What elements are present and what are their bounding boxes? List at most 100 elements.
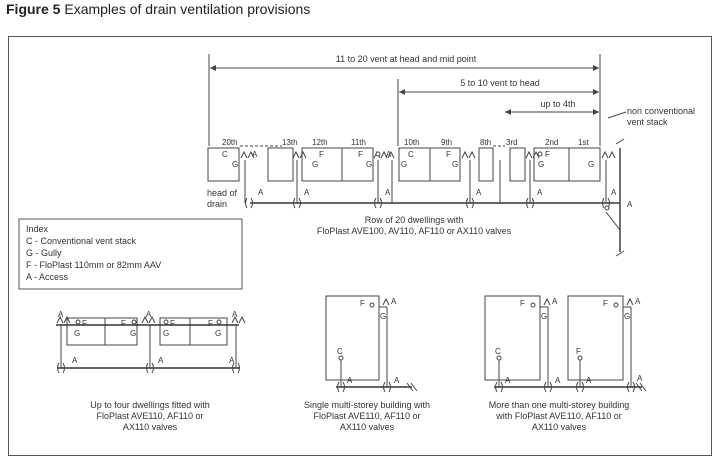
head-of-drain-1: head of — [207, 188, 238, 198]
svg-text:A: A — [347, 376, 353, 385]
multi-building-1 — [484, 295, 541, 381]
svg-text:F: F — [82, 319, 87, 328]
four-caption-3: AX110 valves — [123, 422, 178, 432]
svg-text:A: A — [476, 188, 482, 197]
svg-text:A: A — [252, 150, 258, 159]
svg-text:G: G — [366, 160, 372, 169]
four-dwelling-2 — [104, 317, 138, 346]
svg-text:G: G — [588, 160, 594, 169]
svg-text:F: F — [603, 299, 608, 308]
svg-text:F: F — [545, 150, 550, 159]
row-of-dwellings-diagram: 11 to 20 vent at head and mid point 5 to… — [207, 54, 695, 257]
ordinal-12th: 12th — [312, 138, 328, 147]
index-entry-c: C - Conventional vent stack — [26, 236, 137, 246]
svg-text:A: A — [635, 297, 641, 306]
svg-text:A: A — [258, 188, 264, 197]
multi-caption-2: with FloPlast AVE110, AF110 or — [495, 411, 622, 421]
dwelling-12th — [301, 147, 343, 182]
index-entry-f: F - FloPlast 110mm or 82mm AAV — [26, 260, 161, 270]
svg-text:A: A — [391, 297, 397, 306]
svg-text:C: C — [337, 347, 343, 356]
svg-text:A: A — [611, 188, 617, 197]
dim-label-5-10: 5 to 10 vent to head — [460, 78, 540, 88]
row-caption-2: FloPlast AVE100, AV110, AF110 or AX110 v… — [317, 226, 512, 236]
svg-text:F: F — [121, 319, 126, 328]
svg-text:A: A — [58, 310, 64, 319]
svg-text:A: A — [385, 188, 391, 197]
four-caption-2: FloPlast AVE110, AF110 or — [96, 411, 203, 421]
nonconv-label-1: non conventional — [627, 106, 695, 116]
single-caption-3: AX110 valves — [340, 422, 395, 432]
svg-text:A: A — [555, 376, 561, 385]
svg-text:F: F — [446, 150, 451, 159]
svg-text:A: A — [394, 376, 400, 385]
ordinal-3rd: 3rd — [506, 138, 518, 147]
four-dwellings-diagram: A F G F G A F G F G A A A A Up to four d… — [56, 310, 246, 432]
ordinal-1st: 1st — [578, 138, 589, 147]
ordinal-20th: 20th — [222, 138, 238, 147]
svg-text:F: F — [170, 319, 175, 328]
svg-text:F: F — [319, 150, 324, 159]
svg-text:A: A — [304, 188, 310, 197]
dwelling-4th — [509, 147, 526, 182]
svg-text:G: G — [452, 160, 458, 169]
svg-text:F: F — [576, 347, 581, 356]
row-caption-1: Row of 20 dwellings with — [365, 215, 464, 225]
figure-frame — [8, 36, 712, 456]
dwelling-20th — [207, 147, 240, 182]
svg-text:A: A — [537, 188, 543, 197]
svg-text:A: A — [637, 374, 643, 383]
svg-text:A: A — [158, 356, 164, 365]
svg-text:G: G — [232, 160, 238, 169]
dwelling-10th — [398, 147, 431, 182]
svg-text:G: G — [312, 160, 318, 169]
single-building-diagram: F G A C A A Single multi-storey building… — [304, 295, 430, 432]
index-legend: Index C - Conventional vent stack G - Gu… — [18, 218, 243, 290]
svg-text:F: F — [358, 150, 363, 159]
svg-text:G: G — [215, 329, 221, 338]
svg-text:A: A — [505, 376, 511, 385]
dim-label-4th: up to 4th — [540, 99, 575, 109]
dwelling-8th — [478, 147, 494, 182]
index-title: Index — [26, 224, 49, 234]
dwelling-1st — [568, 147, 601, 182]
svg-text:G: G — [74, 329, 80, 338]
svg-text:G: G — [624, 312, 630, 321]
svg-text:F: F — [520, 299, 525, 308]
svg-text:A: A — [229, 356, 235, 365]
svg-text:G: G — [538, 160, 544, 169]
single-caption-2: FloPlast AVE110, AF110 or — [313, 411, 420, 421]
ordinal-2nd: 2nd — [545, 138, 558, 147]
head-of-drain-2: drain — [207, 199, 227, 209]
svg-text:A: A — [72, 356, 78, 365]
figure-label: Figure 5 — [6, 1, 61, 17]
dwelling-13th — [267, 147, 294, 182]
ordinal-9th: 9th — [441, 138, 452, 147]
branch-drops — [244, 160, 607, 203]
dwelling-9th — [429, 147, 461, 182]
svg-text:A: A — [586, 376, 592, 385]
ordinal-10th: 10th — [404, 138, 420, 147]
svg-text:A: A — [232, 310, 238, 319]
svg-text:G: G — [541, 312, 547, 321]
single-building — [325, 295, 380, 381]
nonconv-leader — [607, 111, 627, 119]
svg-text:G: G — [380, 312, 386, 321]
four-caption-1: Up to four dwellings fitted with — [90, 400, 210, 410]
svg-text:A: A — [552, 297, 558, 306]
svg-text:A: A — [386, 150, 392, 159]
figure-title: Figure 5 Examples of drain ventilation p… — [6, 1, 310, 17]
svg-text:A: A — [146, 310, 152, 319]
multi-building-2 — [567, 295, 624, 381]
svg-text:G: G — [401, 160, 407, 169]
index-entry-g: G - Gully — [26, 248, 62, 258]
four-dwelling-1 — [66, 317, 106, 346]
svg-text:C: C — [408, 150, 414, 159]
svg-text:C: C — [222, 150, 228, 159]
valve-symbols — [240, 150, 616, 211]
index-entry-a: A - Access — [26, 272, 69, 282]
dim-label-11-20: 11 to 20 vent at head and mid point — [336, 54, 477, 64]
dwelling-11th — [341, 147, 374, 182]
svg-text:C: C — [495, 347, 501, 356]
